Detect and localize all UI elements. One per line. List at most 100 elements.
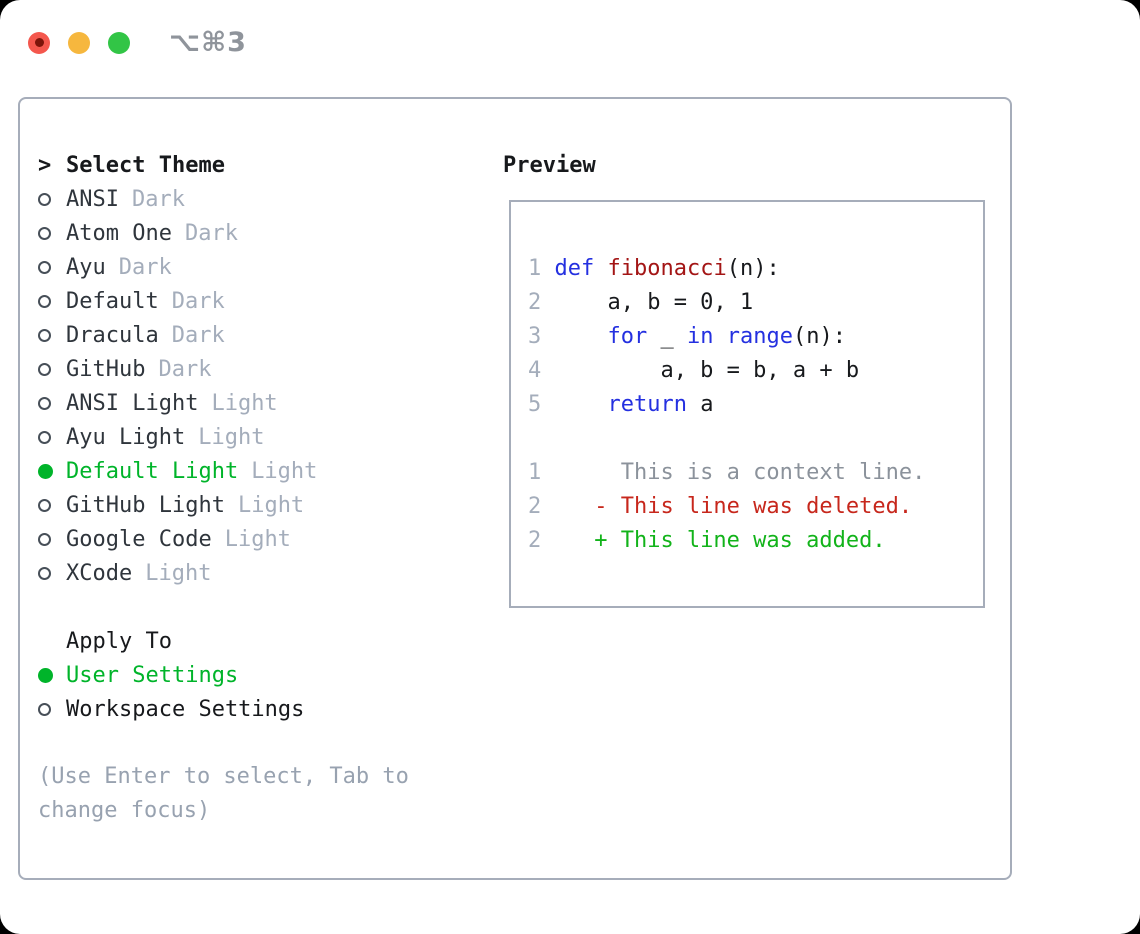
close-dot-icon	[34, 38, 44, 47]
radio-circle	[38, 328, 51, 342]
code-segment-function: fibonacci	[607, 255, 727, 281]
theme-name: Dracula	[66, 322, 159, 348]
focus-caret-icon: >	[38, 152, 52, 178]
preview-header-row: Preview	[503, 148, 1010, 182]
theme-name: Ayu	[66, 254, 106, 280]
radio-circle	[38, 667, 53, 683]
theme-variant: Dark	[171, 288, 225, 314]
theme-name: Google Code	[66, 526, 212, 552]
code-segment-plain	[554, 392, 607, 417]
theme-name: Ayu Light	[66, 424, 186, 450]
code-line: 1 def fibonacci(n):	[528, 251, 983, 285]
theme-item-google-code[interactable]: Google Code Light	[38, 522, 485, 556]
diff-line-added: 2 + This line was added.	[528, 523, 983, 557]
radio-unselected-icon	[38, 498, 66, 512]
spacer	[528, 421, 983, 455]
radio-unselected-icon	[38, 532, 66, 546]
radio-circle	[38, 396, 51, 410]
theme-item-xcode[interactable]: XCode Light	[38, 556, 485, 590]
theme-name: ANSI	[66, 186, 119, 212]
radio-circle	[38, 532, 51, 546]
radio-circle	[38, 463, 53, 479]
line-number: 2	[528, 493, 555, 519]
radio-unselected-icon	[38, 396, 66, 410]
theme-variant: Light	[224, 526, 291, 552]
code-line: 3 for _ in range(n):	[528, 319, 983, 353]
theme-name: Default	[66, 288, 159, 314]
theme-variant: Dark	[158, 356, 212, 382]
diff-text: - This line was deleted.	[554, 493, 913, 519]
code-segment-plain: a, b = 0, 1	[554, 289, 754, 315]
radio-circle	[38, 260, 51, 274]
radio-unselected-icon	[38, 566, 66, 580]
keyboard-hint: (Use Enter to select, Tab to change focu…	[38, 760, 485, 828]
hint-line-2: change focus)	[38, 798, 211, 823]
select-theme-header: > Select Theme	[38, 148, 485, 182]
apply-option-workspace-settings[interactable]: Workspace Settings	[38, 692, 485, 726]
radio-unselected-icon	[38, 702, 66, 716]
line-number: 3	[528, 323, 555, 349]
minimize-button[interactable]	[68, 31, 90, 54]
preview-column: Preview 1 def fibonacci(n): 2 a, b = 0, 1…	[485, 148, 1010, 878]
radio-unselected-icon	[38, 192, 66, 206]
line-number: 1	[528, 255, 555, 281]
maximize-button[interactable]	[108, 31, 130, 54]
diff-text: + This line was added.	[554, 527, 886, 553]
theme-name: GitHub Light	[66, 492, 225, 518]
window-titlebar: ⌥⌘3	[28, 27, 247, 58]
radio-circle	[38, 192, 51, 206]
code-segment-keyword: for	[607, 323, 648, 349]
window-title: ⌥⌘3	[169, 27, 247, 58]
radio-circle	[38, 226, 51, 240]
code-segment-plain	[554, 324, 607, 349]
line-number: 1	[528, 459, 555, 485]
apply-option-label: Workspace Settings	[66, 696, 305, 722]
theme-variant: Light	[145, 560, 212, 586]
radio-circle	[38, 566, 51, 580]
apply-to-label: Apply To	[66, 628, 172, 654]
apply-option-user-settings[interactable]: User Settings	[38, 658, 485, 692]
theme-variant: Light	[237, 492, 305, 518]
code-segment-keyword: return	[607, 391, 687, 417]
theme-variant: Dark	[171, 322, 225, 348]
theme-item-github-light[interactable]: GitHub Light Light	[38, 488, 485, 522]
diff-text: This is a context line.	[554, 459, 926, 485]
radio-circle	[38, 430, 51, 444]
theme-name: ANSI Light	[66, 390, 199, 416]
radio-unselected-icon	[38, 260, 66, 274]
code-segment-plain	[594, 256, 607, 281]
code-segment-keyword: in	[686, 323, 714, 349]
radio-circle	[38, 702, 51, 716]
code-segment-plain: a, b = b, a + b	[554, 357, 860, 383]
theme-name: XCode	[66, 560, 133, 586]
radio-selected-icon	[38, 667, 66, 683]
hint-line-1: (Use Enter to select, Tab to	[38, 764, 409, 789]
theme-item-default[interactable]: Default Dark	[38, 284, 485, 318]
radio-unselected-icon	[38, 362, 66, 376]
line-number: 4	[528, 357, 555, 383]
code-segment-keyword: range	[726, 323, 793, 349]
code-segment-plain: _	[647, 323, 687, 349]
code-preview-box: 1 def fibonacci(n): 2 a, b = 0, 1 3 for _ …	[509, 200, 985, 608]
line-number: 2	[528, 527, 555, 553]
radio-selected-icon	[38, 463, 66, 479]
code-line: 5 return a	[528, 387, 983, 421]
theme-item-ansi[interactable]: ANSI Dark	[38, 182, 485, 216]
theme-variant: Dark	[131, 186, 185, 212]
code-line: 4 a, b = b, a + b	[528, 353, 983, 387]
theme-item-dracula[interactable]: Dracula Dark	[38, 318, 485, 352]
preview-label: Preview	[503, 152, 596, 178]
close-button[interactable]	[28, 31, 50, 54]
radio-unselected-icon	[38, 226, 66, 240]
